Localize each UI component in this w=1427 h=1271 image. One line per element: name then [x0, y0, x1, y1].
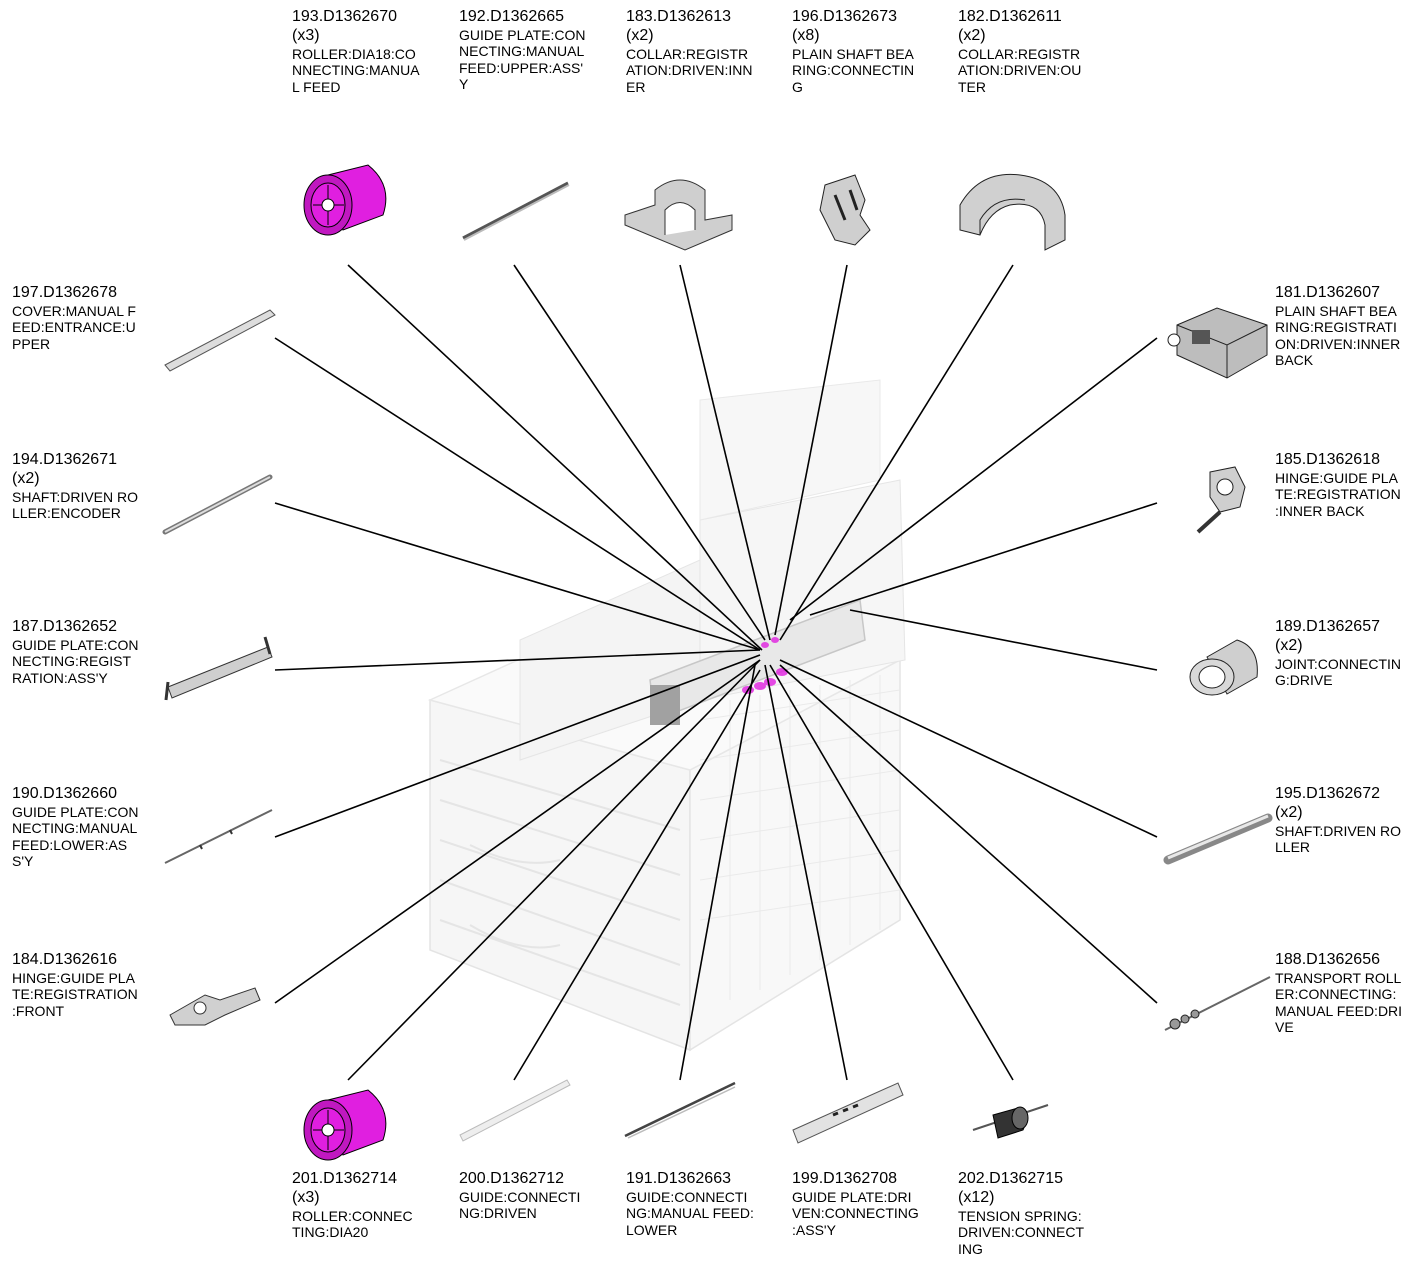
part-number: 181.D1362607	[1275, 284, 1380, 301]
part-desc: SHAFT:DRIVEN RO LLER	[1275, 822, 1402, 856]
part-desc: GUIDE PLATE:CON NECTING:MANUAL FEED:UPPE…	[459, 26, 586, 93]
cover-rod-icon	[164, 309, 276, 372]
part-number: 189.D1362657	[1275, 618, 1380, 635]
bearing-clip-icon	[819, 174, 871, 246]
callout-187: 187.D1362652 GUIDE PLATE:CON NECTING:REG…	[12, 618, 167, 686]
shaft-icon	[162, 474, 273, 535]
part-desc: TRANSPORT ROLL ER:CONNECTING: MANUAL FEE…	[1275, 969, 1403, 1036]
callout-197: 197.D1362678 COVER:MANUAL F EED:ENTRANCE…	[12, 284, 167, 352]
roller-magenta-icon	[303, 164, 387, 236]
part-desc: JOINT:CONNECTIN G:DRIVE	[1275, 655, 1401, 689]
part-desc: GUIDE PLATE:CON NECTING:MANUAL FEED:LOWE…	[12, 803, 139, 870]
callout-182: 182.D1362611 (x2) COLLAR:REGISTR ATION:D…	[958, 8, 1113, 95]
part-number: 182.D1362611	[958, 8, 1062, 25]
guide-plate-bracket-icon	[164, 636, 273, 701]
collar-inner-icon	[624, 179, 733, 251]
part-number: 184.D1362616	[12, 951, 117, 968]
part-desc: HINGE:GUIDE PLA TE:REGISTRATION :FRONT	[12, 969, 138, 1019]
part-number: 202.D1362715	[958, 1170, 1063, 1187]
hinge-front-icon	[169, 987, 261, 1026]
part-desc: PLAIN SHAFT BEA RING:REGISTRATI ON:DRIVE…	[1275, 302, 1401, 369]
callout-190: 190.D1362660 GUIDE PLATE:CON NECTING:MAN…	[12, 785, 167, 870]
callout-188: 188.D1362656 TRANSPORT ROLL ER:CONNECTIN…	[1275, 951, 1427, 1036]
thin-guide-icon	[164, 809, 273, 864]
part-desc: GUIDE:CONNECTI NG:MANUAL FEED: LOWER	[626, 1188, 754, 1238]
part-desc: HINGE:GUIDE PLA TE:REGISTRATION :INNER B…	[1275, 469, 1401, 519]
part-number: 200.D1362712	[459, 1170, 564, 1187]
part-desc: ROLLER:DIA18:CO NNECTING:MANUA L FEED	[292, 45, 420, 95]
part-number: 190.D1362660	[12, 785, 117, 802]
callout-183: 183.D1362613 (x2) COLLAR:REGISTR ATION:D…	[626, 8, 781, 95]
main-unit-assembly	[427, 379, 906, 1052]
part-number: 187.D1362652	[12, 618, 117, 635]
callout-196: 196.D1362673 (x8) PLAIN SHAFT BEA RING:C…	[792, 8, 947, 95]
guide-plate-assy-icon	[792, 1082, 904, 1144]
part-desc: COLLAR:REGISTR ATION:DRIVEN:OU TER	[958, 45, 1082, 95]
part-desc: TENSION SPRING: DRIVEN:CONNECT ING	[958, 1207, 1085, 1257]
callout-201: 201.D1362714 (x3) ROLLER:CONNEC TING:DIA…	[292, 1170, 447, 1241]
guide-plate-icon	[462, 181, 570, 241]
part-number: 191.D1362663	[626, 1170, 731, 1187]
callout-185: 185.D1362618 HINGE:GUIDE PLA TE:REGISTRA…	[1275, 451, 1427, 519]
callout-202: 202.D1362715 (x12) TENSION SPRING: DRIVE…	[958, 1170, 1113, 1257]
callout-189: 189.D1362657 (x2) JOINT:CONNECTIN G:DRIV…	[1275, 618, 1427, 689]
part-number: 199.D1362708	[792, 1170, 897, 1187]
part-desc: ROLLER:CONNEC TING:DIA20	[292, 1207, 413, 1241]
callout-181: 181.D1362607 PLAIN SHAFT BEA RING:REGIST…	[1275, 284, 1427, 369]
part-number: 196.D1362673	[792, 8, 897, 25]
part-number: 193.D1362670	[292, 8, 397, 25]
transport-roller-icon	[1164, 976, 1271, 1031]
part-qty: (x2)	[626, 26, 654, 44]
part-qty: (x8)	[792, 26, 820, 44]
spring-icon	[972, 1104, 1049, 1139]
callout-195: 195.D1362672 (x2) SHAFT:DRIVEN RO LLER	[1275, 785, 1427, 856]
part-qty: (x3)	[292, 26, 320, 44]
callout-194: 194.D1362671 (x2) SHAFT:DRIVEN RO LLER:E…	[12, 451, 167, 522]
shaft-thick-icon	[1163, 813, 1273, 865]
part-qty: (x12)	[958, 1188, 995, 1206]
part-number: 197.D1362678	[12, 284, 117, 301]
part-number: 192.D1362665	[459, 8, 564, 25]
part-desc: GUIDE PLATE:CON NECTING:REGIST RATION:AS…	[12, 636, 139, 686]
bearing-block-icon	[1167, 307, 1268, 379]
part-number: 195.D1362672	[1275, 785, 1380, 802]
callout-192: 192.D1362665 GUIDE PLATE:CON NECTING:MAN…	[459, 8, 614, 93]
callout-200: 200.D1362712 GUIDE:CONNECTI NG:DRIVEN	[459, 1170, 614, 1222]
callout-184: 184.D1362616 HINGE:GUIDE PLA TE:REGISTRA…	[12, 951, 167, 1019]
hinge-back-icon	[1196, 466, 1246, 534]
callout-199: 199.D1362708 GUIDE PLATE:DRI VEN:CONNECT…	[792, 1170, 947, 1238]
blade-guide-icon	[624, 1081, 736, 1139]
flat-guide-icon	[459, 1079, 571, 1142]
part-qty: (x2)	[1275, 636, 1303, 654]
part-desc: GUIDE PLATE:DRI VEN:CONNECTING :ASS'Y	[792, 1188, 919, 1238]
callout-191: 191.D1362663 GUIDE:CONNECTI NG:MANUAL FE…	[626, 1170, 781, 1238]
part-number: 185.D1362618	[1275, 451, 1380, 468]
part-qty: (x2)	[1275, 803, 1303, 821]
callout-193: 193.D1362670 (x3) ROLLER:DIA18:CO NNECTI…	[292, 8, 447, 95]
part-qty: (x3)	[292, 1188, 320, 1206]
part-desc: GUIDE:CONNECTI NG:DRIVEN	[459, 1188, 581, 1222]
collar-outer-icon	[959, 173, 1066, 251]
part-number: 201.D1362714	[292, 1170, 397, 1187]
part-number: 188.D1362656	[1275, 951, 1380, 968]
part-desc: COVER:MANUAL F EED:ENTRANCE:U PPER	[12, 302, 136, 352]
part-number: 183.D1362613	[626, 8, 731, 25]
roller-magenta-icon	[303, 1089, 387, 1161]
part-number: 194.D1362671	[12, 451, 117, 468]
part-desc: COLLAR:REGISTR ATION:DRIVEN:INN ER	[626, 45, 753, 95]
part-desc: SHAFT:DRIVEN RO LLER:ENCODER	[12, 488, 139, 522]
part-qty: (x2)	[958, 26, 986, 44]
joint-icon	[1189, 639, 1258, 696]
part-qty: (x2)	[12, 469, 40, 487]
part-desc: PLAIN SHAFT BEA RING:CONNECTIN G	[792, 45, 915, 95]
